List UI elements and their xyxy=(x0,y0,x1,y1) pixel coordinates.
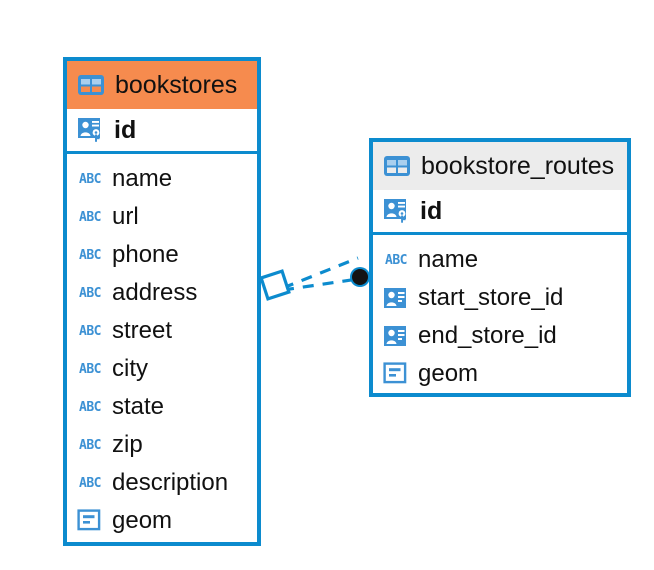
relationship-line-upper xyxy=(282,256,359,290)
primary-key-icon xyxy=(384,199,406,223)
text-field-icon: ABC xyxy=(79,209,101,225)
field-list-bookstores: ABC name ABC url ABC phone ABC address A… xyxy=(67,154,257,548)
text-field-icon: ABC xyxy=(79,399,101,415)
entity-bookstores[interactable]: bookstores id ABC name xyxy=(63,57,261,546)
field-label: geom xyxy=(418,360,479,387)
text-field-icon: ABC xyxy=(385,252,407,268)
field-label: zip xyxy=(112,431,143,458)
text-field-icon: ABC xyxy=(79,171,101,187)
filled-circle-marker xyxy=(350,267,370,287)
field-label: geom xyxy=(112,507,173,534)
field-label: street xyxy=(112,317,173,344)
entity-title: bookstores xyxy=(115,70,238,99)
text-field-icon: ABC xyxy=(79,323,101,339)
entity-header-bookstores[interactable]: bookstores xyxy=(67,61,257,109)
field-label: description xyxy=(112,469,229,496)
field-list-bookstore-routes: ABC name start_store_id xyxy=(373,235,627,401)
text-field-icon: ABC xyxy=(79,247,101,263)
text-field-icon: ABC xyxy=(79,285,101,301)
field-row[interactable]: ABC city xyxy=(67,350,257,388)
table-icon xyxy=(78,75,104,95)
field-label: city xyxy=(112,355,148,382)
table-icon xyxy=(384,156,410,176)
entity-bookstore-routes[interactable]: bookstore_routes id ABC name xyxy=(369,138,631,397)
field-label: address xyxy=(112,279,198,306)
field-row[interactable]: end_store_id xyxy=(373,317,627,355)
field-row[interactable]: ABC url xyxy=(67,198,257,236)
field-row[interactable]: ABC address xyxy=(67,274,257,312)
field-row[interactable]: geom xyxy=(67,502,257,540)
foreign-key-icon xyxy=(384,288,406,308)
field-row[interactable]: ABC zip xyxy=(67,426,257,464)
field-row[interactable]: ABC description xyxy=(67,464,257,502)
primary-key-icon xyxy=(78,118,100,142)
field-row[interactable]: ABC street xyxy=(67,312,257,350)
relationship-line-lower xyxy=(282,277,359,292)
field-row[interactable]: geom xyxy=(373,355,627,393)
text-field-icon: ABC xyxy=(79,475,101,491)
entity-title: bookstore_routes xyxy=(421,151,615,180)
text-field-icon: ABC xyxy=(79,361,101,377)
foreign-key-icon xyxy=(384,326,406,346)
field-label: url xyxy=(112,203,139,230)
entity-header-bookstore-routes[interactable]: bookstore_routes xyxy=(373,142,627,190)
field-label: state xyxy=(112,393,165,420)
field-row[interactable]: ABC name xyxy=(67,160,257,198)
primary-key-label: id xyxy=(114,115,137,144)
field-label: name xyxy=(418,246,479,273)
primary-key-row-bookstores[interactable]: id xyxy=(67,109,257,154)
field-label: end_store_id xyxy=(418,322,557,349)
field-row[interactable]: ABC phone xyxy=(67,236,257,274)
text-field-icon: ABC xyxy=(79,437,101,453)
geometry-field-icon xyxy=(77,509,101,531)
open-diamond-marker xyxy=(259,269,291,301)
field-label: name xyxy=(112,165,173,192)
field-row[interactable]: ABC state xyxy=(67,388,257,426)
field-row[interactable]: start_store_id xyxy=(373,279,627,317)
primary-key-label: id xyxy=(420,196,443,225)
geometry-field-icon xyxy=(383,362,407,384)
field-label: start_store_id xyxy=(418,284,564,311)
field-label: phone xyxy=(112,241,179,268)
field-row[interactable]: ABC name xyxy=(373,241,627,279)
primary-key-row-bookstore-routes[interactable]: id xyxy=(373,190,627,235)
